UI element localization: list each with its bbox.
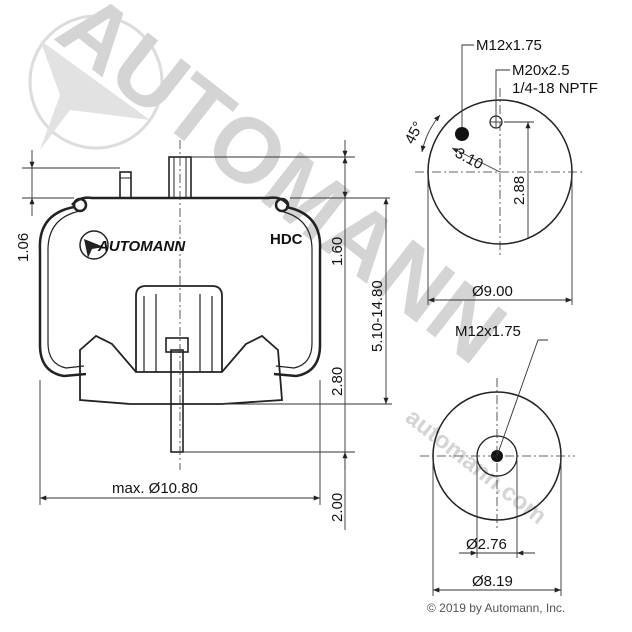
watermark-text: AUTOMANN [40, 0, 524, 383]
dim-max-diameter: max. Ø10.80 [112, 480, 198, 497]
top-thread-1: M12x1.75 [476, 37, 542, 54]
bellow-left [38, 205, 87, 378]
logo-arrow-icon [84, 239, 104, 258]
dim-inner-diameter: Ø2.76 [466, 536, 507, 553]
copyright: © 2019 by Automann, Inc. [427, 601, 565, 615]
side-view [38, 140, 322, 470]
bottom-view: M12x1.75 Ø2.76 Ø8.19 [420, 323, 575, 596]
bottom-thread: M12x1.75 [455, 323, 521, 340]
bottom-stud [170, 349, 184, 453]
top-stud-left [119, 171, 132, 199]
dim-upper: 1.60 [329, 237, 346, 266]
bellow-right [273, 205, 322, 378]
dim-lower: 2.80 [329, 367, 346, 396]
top-thread-3: 1/4-18 NPTF [512, 80, 598, 97]
top-hole-m12 [455, 127, 469, 141]
dim-height-top: 1.06 [15, 233, 32, 262]
dim-offset: 2.88 [511, 176, 528, 205]
dim-top-diameter: Ø9.00 [472, 283, 513, 300]
dim-angle: 45° [402, 119, 428, 147]
watermark-circle [28, 14, 164, 150]
side-dimensions: 1.06 1.60 5.10-14.80 2.80 2.00 max. Ø10.… [15, 140, 392, 530]
logo-text: AUTOMANN [97, 238, 186, 255]
top-thread-2: M20x2.5 [512, 62, 570, 79]
dim-spacing: 3.10 [452, 145, 486, 174]
dim-range: 5.10-14.80 [369, 280, 386, 352]
piston [79, 334, 283, 405]
logo-suffix: HDC [270, 231, 303, 248]
watermark: AUTOMANN automann.com [28, 0, 551, 530]
dim-stud: 2.00 [329, 493, 346, 522]
watermark-arrow-icon [40, 40, 150, 150]
dim-outer-diameter: Ø8.19 [472, 573, 513, 590]
logo: AUTOMANN HDC [79, 230, 303, 260]
logo-icon [79, 230, 109, 260]
bumper [135, 285, 223, 372]
